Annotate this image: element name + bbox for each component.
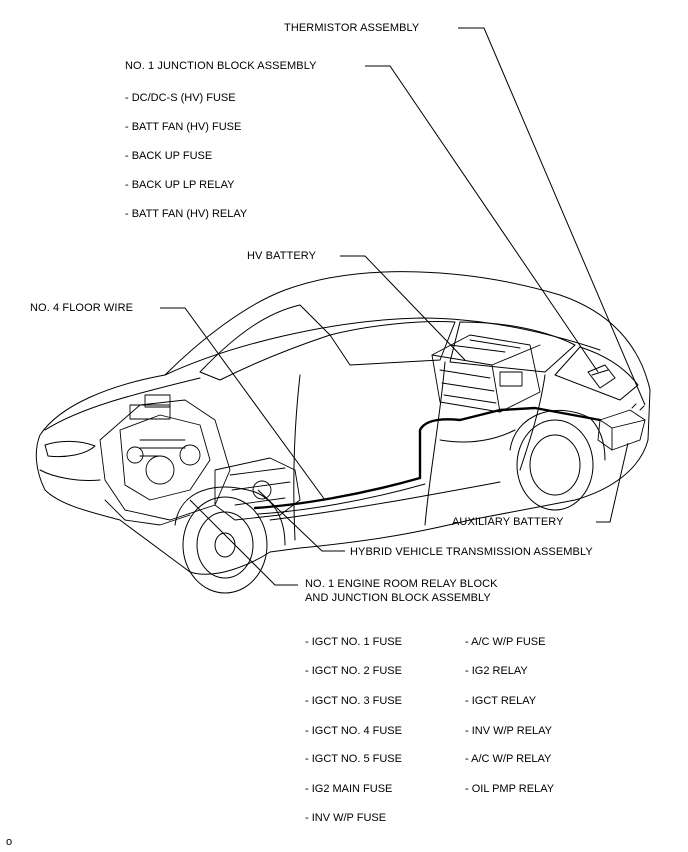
list-item: - IGCT NO. 4 FUSE [305, 725, 402, 737]
door-seam-rear [519, 374, 546, 471]
leader-engine-room [189, 499, 298, 586]
front-wheel [182, 496, 268, 594]
rear-window [554, 346, 639, 401]
list-item: - BATT FAN (HV) RELAY [125, 208, 248, 220]
junction-block-label: NO. 1 JUNCTION BLOCK ASSEMBLY [125, 60, 317, 72]
leader-hv-battery [340, 255, 466, 361]
list-item: - IG2 MAIN FUSE [305, 783, 393, 795]
rear-door-window [449, 321, 576, 373]
front-door-window [329, 321, 456, 366]
hood-line [44, 377, 201, 431]
list-item: - DC/DC-S (HV) FUSE [125, 92, 236, 104]
leader-transmission [257, 489, 345, 552]
grille [39, 469, 101, 481]
list-item: - A/C W/P RELAY [465, 753, 552, 765]
thermistor-assembly-label: THERMISTOR ASSEMBLY [284, 22, 420, 34]
engine-room-label-line2: AND JUNCTION BLOCK ASSEMBLY [305, 592, 491, 604]
floor-wire-label: NO. 4 FLOOR WIRE [30, 302, 134, 314]
list-item: - OIL PMP RELAY [465, 783, 555, 795]
engine-room-label-line1: NO. 1 ENGINE ROOM RELAY BLOCK [305, 578, 498, 590]
headlight [44, 440, 96, 458]
auxiliary-battery-label: AUXILIARY BATTERY [452, 516, 564, 528]
list-item: - IGCT NO. 2 FUSE [305, 665, 402, 677]
rocker-line [269, 481, 501, 521]
list-item: - BATT FAN (HV) FUSE [125, 121, 242, 133]
list-item: - IGCT RELAY [465, 695, 537, 707]
transmission-label: HYBRID VEHICLE TRANSMISSION ASSEMBLY [350, 546, 593, 558]
leader-floor-wire [160, 307, 326, 501]
car-body-outline [35, 271, 651, 575]
list-item: - BACK UP LP RELAY [125, 179, 235, 191]
list-item: - INV W/P RELAY [465, 725, 553, 737]
windshield [199, 304, 331, 381]
floor-wire-harness [253, 406, 602, 510]
trunk-module [587, 364, 616, 389]
rear-wheel [516, 419, 594, 511]
hv-battery-pack [431, 334, 541, 413]
leader-thermistor [458, 27, 646, 406]
figure-code: o [6, 836, 13, 848]
list-item: - BACK UP FUSE [125, 150, 213, 162]
list-item: - INV W/P FUSE [305, 812, 387, 824]
list-item: - IGCT NO. 3 FUSE [305, 695, 402, 707]
hv-battery-label: HV BATTERY [247, 250, 317, 262]
auxiliary-battery [597, 403, 646, 451]
door-seam-middle [424, 361, 446, 526]
leader-junction-block [365, 65, 599, 373]
list-item: - IG2 RELAY [465, 665, 528, 677]
list-item: - IGCT NO. 1 FUSE [305, 636, 402, 648]
leader-aux-battery [596, 442, 629, 523]
list-item: - IGCT NO. 5 FUSE [305, 753, 402, 765]
door-seam-front [293, 374, 301, 541]
list-item: - A/C W/P FUSE [465, 636, 546, 648]
roof-line [164, 317, 601, 376]
engine-assembly [99, 394, 231, 526]
transmission-assembly [214, 457, 301, 521]
